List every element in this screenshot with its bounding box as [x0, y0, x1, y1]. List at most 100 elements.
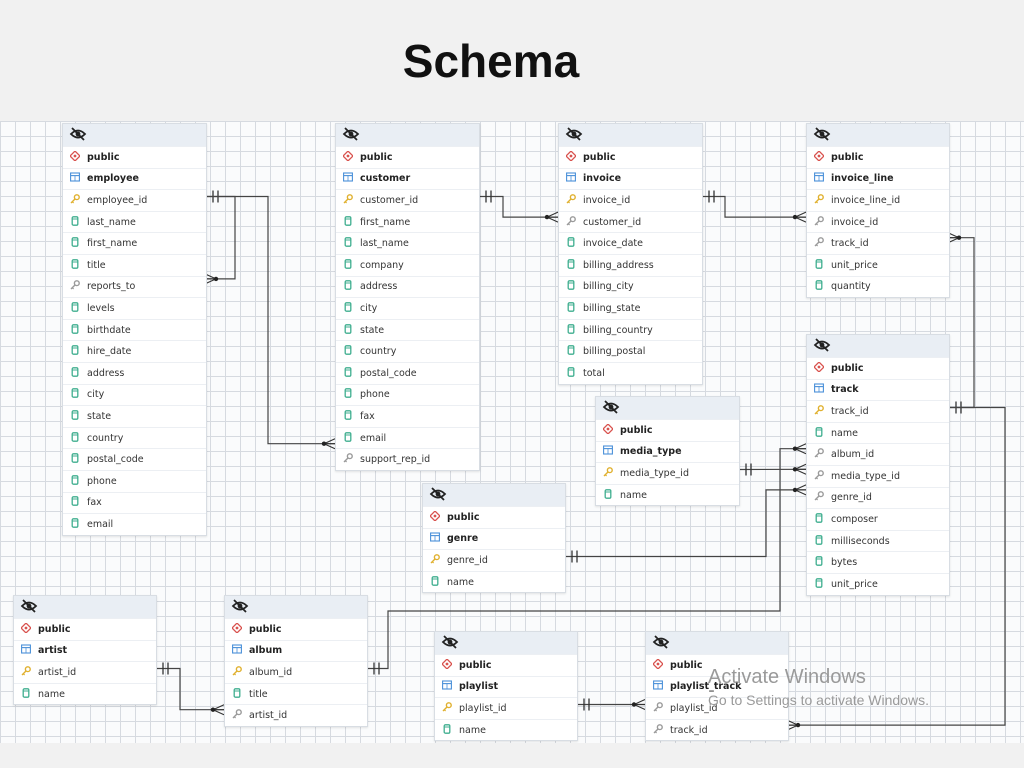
column-row[interactable]: customer_id: [559, 210, 702, 233]
column-row[interactable]: genre_id: [423, 549, 565, 571]
column-row[interactable]: customer_id: [336, 189, 479, 211]
hide-eye-icon[interactable]: [813, 337, 831, 356]
column-row[interactable]: quantity: [807, 275, 949, 298]
column-row[interactable]: first_name: [336, 210, 479, 233]
hide-eye-icon[interactable]: [69, 126, 87, 145]
column-row[interactable]: employee_id: [63, 189, 206, 211]
column-row[interactable]: milliseconds: [807, 529, 949, 552]
column-row[interactable]: address: [63, 361, 206, 384]
column-row[interactable]: track_id: [646, 718, 788, 741]
table-header[interactable]: [423, 484, 565, 506]
column-row[interactable]: unit_price: [807, 253, 949, 276]
column-row[interactable]: invoice_id: [807, 210, 949, 233]
column-row[interactable]: email: [336, 426, 479, 449]
column-row[interactable]: billing_country: [559, 318, 702, 341]
column-row[interactable]: artist_id: [14, 661, 156, 683]
table-header[interactable]: [807, 335, 949, 357]
column-row[interactable]: company: [336, 253, 479, 276]
column-row[interactable]: postal_code: [63, 448, 206, 470]
column-row[interactable]: invoice_line_id: [807, 189, 949, 211]
column-row[interactable]: country: [63, 426, 206, 449]
column-row[interactable]: hire_date: [63, 340, 206, 362]
table-header[interactable]: [559, 124, 702, 146]
column-row[interactable]: artist_id: [225, 704, 367, 726]
column-row[interactable]: genre_id: [807, 486, 949, 509]
column-row[interactable]: phone: [336, 383, 479, 406]
hide-eye-icon[interactable]: [813, 126, 831, 145]
hide-eye-icon[interactable]: [441, 634, 459, 653]
table-header[interactable]: [435, 632, 577, 654]
hide-eye-icon[interactable]: [20, 598, 38, 617]
column-row[interactable]: title: [225, 682, 367, 705]
table-header[interactable]: [336, 124, 479, 146]
hide-eye-icon[interactable]: [565, 126, 583, 145]
column-row[interactable]: name: [435, 718, 577, 741]
column-row[interactable]: total: [559, 361, 702, 384]
table-header[interactable]: [63, 124, 206, 146]
column-row[interactable]: track_id: [807, 232, 949, 254]
column-row[interactable]: phone: [63, 469, 206, 492]
column-row[interactable]: billing_state: [559, 297, 702, 319]
column-row[interactable]: billing_city: [559, 275, 702, 298]
column-row[interactable]: email: [63, 513, 206, 535]
column-row[interactable]: first_name: [63, 232, 206, 254]
column-row[interactable]: last_name: [63, 210, 206, 233]
column-row[interactable]: composer: [807, 508, 949, 530]
column-row[interactable]: city: [336, 297, 479, 319]
column-row[interactable]: reports_to: [63, 275, 206, 298]
column-row[interactable]: address: [336, 275, 479, 298]
column-row[interactable]: country: [336, 340, 479, 362]
column-row[interactable]: support_rep_id: [336, 448, 479, 470]
column-row[interactable]: playlist_id: [435, 697, 577, 719]
hide-eye-icon[interactable]: [602, 399, 620, 418]
table-header[interactable]: [14, 596, 156, 618]
table-header[interactable]: [596, 397, 739, 419]
column-row[interactable]: name: [423, 570, 565, 593]
column-row[interactable]: billing_address: [559, 253, 702, 276]
column-row[interactable]: fax: [63, 491, 206, 514]
hide-eye-icon[interactable]: [429, 486, 447, 505]
column-row[interactable]: postal_code: [336, 361, 479, 384]
column-row[interactable]: invoice_id: [559, 189, 702, 211]
column-row[interactable]: state: [63, 405, 206, 427]
column-row[interactable]: name: [807, 421, 949, 444]
column-row[interactable]: bytes: [807, 551, 949, 573]
column-row[interactable]: fax: [336, 405, 479, 427]
column-row[interactable]: album_id: [225, 661, 367, 683]
column-row[interactable]: name: [14, 682, 156, 705]
column-row[interactable]: unit_price: [807, 572, 949, 595]
column-row[interactable]: track_id: [807, 400, 949, 422]
hide-eye-icon[interactable]: [342, 126, 360, 145]
column-row[interactable]: levels: [63, 297, 206, 319]
table-header[interactable]: [646, 632, 788, 654]
hide-eye-icon[interactable]: [652, 634, 670, 653]
table-header[interactable]: [807, 124, 949, 146]
column-row[interactable]: media_type_id: [596, 462, 739, 484]
column-icon: [343, 237, 360, 250]
column-row[interactable]: album_id: [807, 443, 949, 465]
hide-eye-icon[interactable]: [231, 598, 249, 617]
column-row[interactable]: city: [63, 383, 206, 406]
column-row[interactable]: birthdate: [63, 318, 206, 341]
column-row[interactable]: name: [596, 483, 739, 506]
column-row[interactable]: last_name: [336, 232, 479, 254]
table-header[interactable]: [225, 596, 367, 618]
column-row[interactable]: invoice_date: [559, 232, 702, 254]
column-row[interactable]: playlist_id: [646, 697, 788, 719]
column-row[interactable]: billing_postal: [559, 340, 702, 362]
column-row[interactable]: title: [63, 253, 206, 276]
column-row[interactable]: media_type_id: [807, 464, 949, 487]
column-row[interactable]: state: [336, 318, 479, 341]
